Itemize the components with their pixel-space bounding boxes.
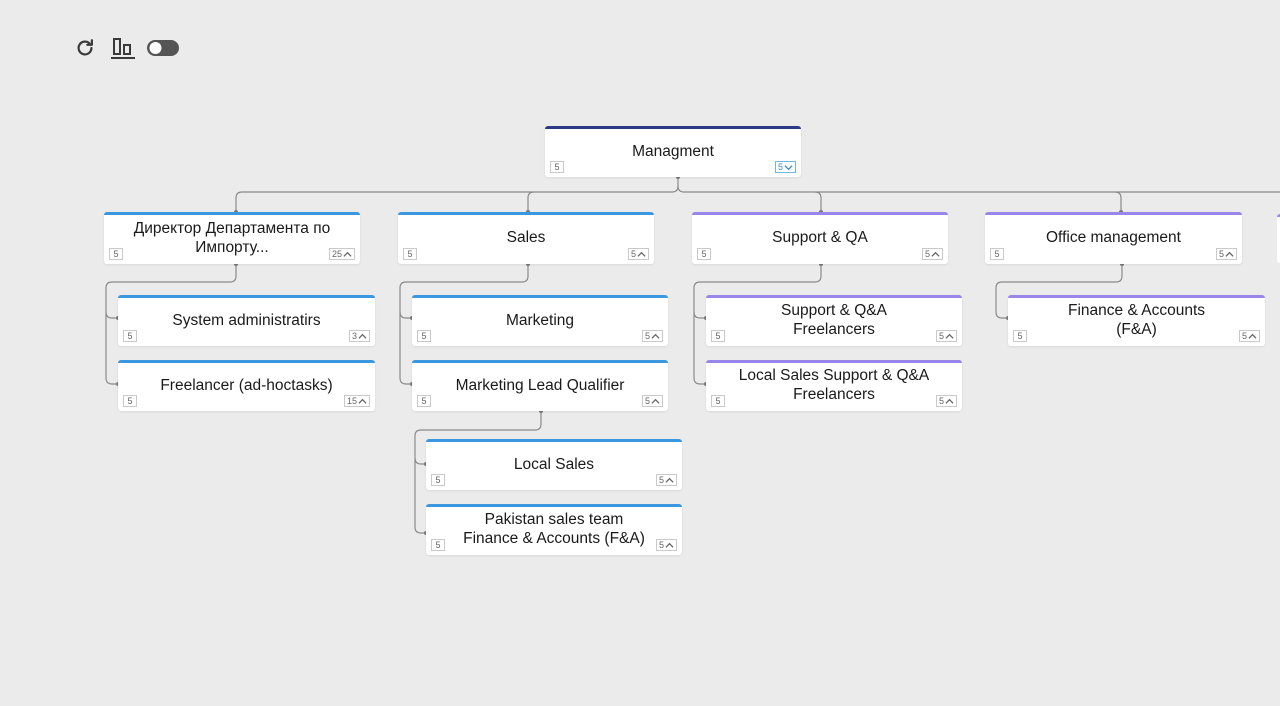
collapse-toggle[interactable]: 15 bbox=[343, 395, 370, 407]
child-count: 3 bbox=[351, 331, 357, 341]
org-node-team[interactable]: Local Sales 5 5 bbox=[426, 439, 682, 490]
collapse-toggle[interactable]: 5 bbox=[935, 395, 957, 407]
org-node-department[interactable]: Office management 5 5 bbox=[985, 212, 1242, 264]
node-label: Local Sales bbox=[513, 455, 595, 473]
org-node-offscreen[interactable] bbox=[1277, 214, 1280, 263]
child-count: 5 bbox=[938, 396, 944, 406]
node-label: Office management bbox=[1046, 229, 1181, 246]
collapse-toggle[interactable]: 5 bbox=[641, 330, 663, 342]
node-count-badge: 5 bbox=[417, 395, 431, 407]
child-count: 5 bbox=[658, 475, 664, 485]
node-count-badge: 5 bbox=[550, 161, 564, 173]
node-count-badge: 5 bbox=[431, 539, 445, 551]
org-node-team[interactable]: Pakistan sales team Finance & Accounts (… bbox=[426, 504, 682, 555]
node-count-badge: 5 bbox=[123, 330, 137, 342]
child-count: 5 bbox=[658, 540, 664, 550]
node-count-badge: 5 bbox=[990, 248, 1004, 260]
child-count: 5 bbox=[1218, 249, 1224, 259]
chevron-up-icon bbox=[358, 333, 367, 339]
collapse-toggle[interactable]: 5 bbox=[1215, 248, 1237, 260]
node-label: Support & QA bbox=[772, 229, 868, 246]
toolbar bbox=[72, 34, 180, 62]
collapse-toggle[interactable]: 5 bbox=[627, 248, 649, 260]
node-label: Support & Q&A Freelancers bbox=[781, 302, 887, 338]
chevron-up-icon bbox=[931, 251, 940, 257]
chevron-up-icon bbox=[651, 398, 660, 404]
child-count: 5 bbox=[1241, 331, 1247, 341]
node-label: Marketing bbox=[505, 311, 575, 329]
child-count: 5 bbox=[644, 396, 650, 406]
child-count: 5 bbox=[938, 331, 944, 341]
chevron-up-icon bbox=[651, 333, 660, 339]
refresh-button[interactable] bbox=[72, 35, 98, 61]
node-count-badge: 5 bbox=[417, 330, 431, 342]
chevron-up-icon bbox=[343, 251, 352, 257]
node-label: System administratirs bbox=[172, 311, 321, 329]
collapse-toggle[interactable]: 5 bbox=[921, 248, 943, 260]
org-node-team[interactable]: Local Sales Support & Q&A Freelancers 5 … bbox=[706, 360, 962, 411]
child-count: 15 bbox=[346, 396, 357, 406]
org-node-team[interactable]: Freelancer (ad-hoctasks) 5 15 bbox=[118, 360, 375, 411]
align-bottom-icon bbox=[111, 38, 135, 59]
node-count-badge: 5 bbox=[109, 248, 123, 260]
chevron-up-icon bbox=[665, 542, 674, 548]
node-count-badge: 5 bbox=[697, 248, 711, 260]
org-node-department[interactable]: Sales 5 5 bbox=[398, 212, 654, 264]
chevron-up-icon bbox=[1225, 251, 1234, 257]
node-label: Finance & Accounts (F&A) bbox=[1068, 302, 1205, 338]
org-node-team[interactable]: Support & Q&A Freelancers 5 5 bbox=[706, 295, 962, 346]
chevron-up-icon bbox=[945, 398, 954, 404]
collapse-toggle[interactable]: 5 bbox=[641, 395, 663, 407]
org-node-department[interactable]: Директор Департамента по Импорту... 5 25 bbox=[104, 212, 360, 264]
child-count: 5 bbox=[644, 331, 650, 341]
child-count: 25 bbox=[331, 249, 342, 259]
node-count-badge: 5 bbox=[123, 395, 137, 407]
collapse-toggle[interactable]: 5 bbox=[935, 330, 957, 342]
org-node-team[interactable]: Marketing 5 5 bbox=[412, 295, 668, 346]
child-count: 5 bbox=[630, 249, 636, 259]
node-label: Pakistan sales team Finance & Accounts (… bbox=[463, 511, 645, 547]
node-label: Директор Департамента по Импорту... bbox=[133, 219, 331, 256]
org-node-team[interactable]: System administratirs 5 3 bbox=[118, 295, 375, 346]
collapse-toggle[interactable]: 25 bbox=[328, 248, 355, 260]
org-node-department[interactable]: Support & QA 5 5 bbox=[692, 212, 948, 264]
node-label: Local Sales Support & Q&A Freelancers bbox=[738, 367, 930, 403]
org-node-team[interactable]: Marketing Lead Qualifier 5 5 bbox=[412, 360, 668, 411]
align-bottom-button[interactable] bbox=[110, 35, 136, 61]
toggle-switch-icon bbox=[147, 40, 179, 56]
collapse-toggle[interactable]: 5 bbox=[655, 474, 677, 486]
chevron-up-icon bbox=[945, 333, 954, 339]
chevron-down-icon bbox=[784, 164, 793, 170]
chevron-up-icon bbox=[358, 398, 367, 404]
node-label: Freelancer (ad-hoctasks) bbox=[160, 376, 333, 394]
chevron-up-icon bbox=[637, 251, 646, 257]
node-count-badge: 5 bbox=[711, 395, 725, 407]
refresh-icon bbox=[77, 39, 93, 56]
org-node-team[interactable]: Finance & Accounts (F&A) 5 5 bbox=[1008, 295, 1265, 346]
collapse-toggle[interactable]: 5 bbox=[655, 539, 677, 551]
node-count-badge: 5 bbox=[1013, 330, 1027, 342]
collapse-toggle[interactable]: 5 bbox=[774, 161, 796, 173]
child-count: 5 bbox=[777, 162, 783, 172]
view-toggle[interactable] bbox=[146, 38, 180, 58]
chevron-up-icon bbox=[1248, 333, 1257, 339]
node-label: Managment bbox=[632, 142, 714, 160]
org-node-root[interactable]: Managment 5 5 bbox=[545, 126, 801, 177]
node-count-badge: 5 bbox=[431, 474, 445, 486]
node-label: Marketing Lead Qualifier bbox=[455, 376, 625, 394]
node-label: Sales bbox=[506, 229, 546, 246]
node-count-badge: 5 bbox=[711, 330, 725, 342]
chevron-up-icon bbox=[665, 477, 674, 483]
collapse-toggle[interactable]: 3 bbox=[348, 330, 370, 342]
child-count: 5 bbox=[924, 249, 930, 259]
node-count-badge: 5 bbox=[403, 248, 417, 260]
collapse-toggle[interactable]: 5 bbox=[1238, 330, 1260, 342]
